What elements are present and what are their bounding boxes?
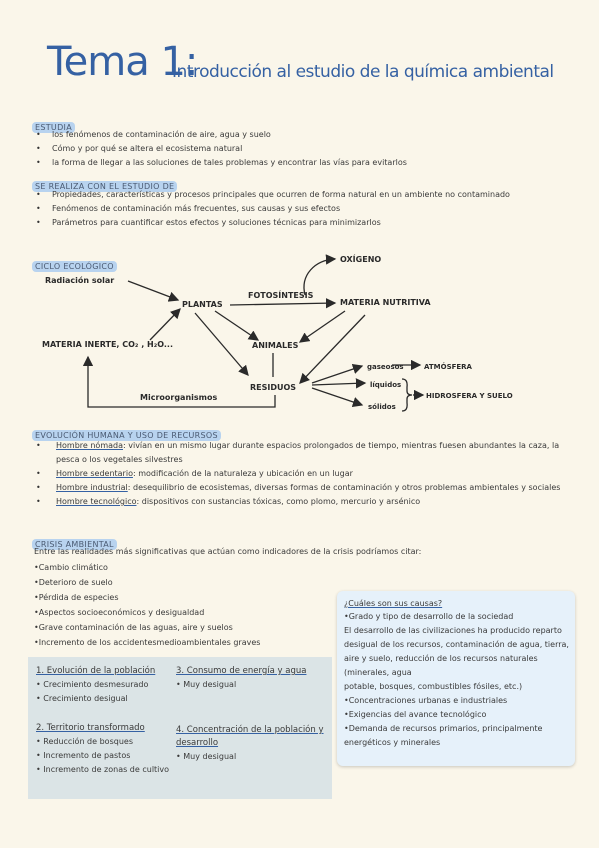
node-microorganismos: Microorganismos	[140, 393, 217, 402]
item-text: : desequilibrio de ecosistemas, diversas…	[127, 483, 561, 492]
causas-box: ¿Cuáles son sus causas? •Grado y tipo de…	[337, 591, 575, 766]
arrow-plantas-residuos	[194, 312, 249, 376]
list-item: •Aspectos socioeconómicos y desigualdad	[34, 608, 205, 617]
node-materia-inerte: MATERIA INERTE, CO₂ , H₂O...	[42, 340, 173, 349]
node-radiacion: Radiación solar	[45, 275, 114, 285]
node-atmosfera: ATMÓSFERA	[424, 362, 473, 371]
node-plantas: PLANTAS	[182, 300, 223, 309]
node-hidrosfera: HIDROSFERA Y SUELO	[426, 392, 513, 400]
list-item: • Muy desigual	[176, 680, 237, 689]
crisis-heading: CRISIS AMBIENTAL	[32, 539, 117, 550]
causas-title: ¿Cuáles son sus causas?	[344, 599, 443, 608]
term-tecnologico: Hombre tecnológico	[56, 497, 137, 506]
node-fotosintesis: FOTOSÍNTESIS	[248, 289, 314, 300]
arrow-residuos-inerte	[82, 355, 276, 408]
causa-line: El desarrollo de las civilizaciones ha p…	[344, 626, 569, 677]
causa-line: •Exigencias del avance tecnológico	[344, 710, 487, 719]
arrow-fotosintesis-oxigeno	[303, 254, 337, 296]
list-item: Hombre tecnológico: dispositivos con sus…	[32, 495, 577, 509]
list-item: Fenómenos de contaminación más frecuente…	[32, 202, 577, 216]
list-item: • Crecimiento desigual	[36, 694, 128, 703]
realiza-list: Propiedades, características y procesos …	[32, 188, 577, 230]
arrow-nutritiva-animales	[298, 310, 346, 343]
realiza-section: SE REALIZA CON EL ESTUDIO DE	[32, 174, 178, 193]
ciclo-heading: CICLO ECOLÓGICO	[32, 261, 117, 272]
list-item: •Pérdida de especies	[34, 593, 119, 602]
list-item: los fenómenos de contaminación de aire, …	[32, 128, 572, 142]
causa-line: •Concentraciones urbanas e industriales	[344, 696, 508, 705]
section-poblacion: 1. Evolución de la población • Crecimien…	[36, 665, 176, 706]
item-text: : modificación de la naturaleza y ubicac…	[132, 469, 353, 478]
arrow-plantas-nutritiva	[229, 297, 337, 309]
list-item: Propiedades, características y procesos …	[32, 188, 577, 202]
causa-line: potable, bosques, combustibles fósiles, …	[344, 682, 523, 691]
arrow-radiacion-plantas	[127, 280, 180, 302]
section-concentracion: 4. Concentración de la población y desar…	[176, 724, 326, 764]
list-item: • Reducción de bosques	[36, 737, 133, 746]
list-item: • Muy desigual	[176, 752, 237, 761]
evolucion-heading: EVOLUCIÓN HUMANA Y USO DE RECURSOS	[32, 430, 221, 441]
crisis-section: CRISIS AMBIENTAL	[32, 532, 117, 551]
evolucion-section: EVOLUCIÓN HUMANA Y USO DE RECURSOS	[32, 423, 221, 442]
term-nomada: Hombre nómada	[56, 441, 123, 450]
causa-line: •Demanda de recursos primarios, principa…	[344, 724, 543, 747]
section-title: 4. Concentración de la población y desar…	[176, 725, 324, 748]
section-title: 2. Territorio transformado	[36, 723, 145, 733]
page-subtitle: Introducción al estudio de la química am…	[172, 62, 554, 82]
list-item: Hombre nómada: vivían en un mismo lugar …	[32, 439, 577, 467]
list-item: •Cambio climático	[34, 563, 108, 572]
node-oxigeno: OXÍGENO	[340, 253, 381, 264]
section-title: 1. Evolución de la población	[36, 666, 156, 676]
ecological-cycle-diagram: Radiación solar PLANTAS FOTOSÍNTESIS OXÍ…	[42, 253, 513, 412]
node-materia-nutritiva: MATERIA NUTRITIVA	[340, 298, 431, 307]
list-item: • Incremento de pastos	[36, 751, 131, 760]
node-residuos: RESIDUOS	[250, 383, 296, 392]
list-item: Hombre sedentario: modificación de la na…	[32, 467, 577, 481]
section-energia: 3. Consumo de energía y agua • Muy desig…	[176, 665, 326, 692]
section-territorio: 2. Territorio transformado • Reducción d…	[36, 722, 176, 777]
list-item: Hombre industrial: desequilibrio de ecos…	[32, 481, 577, 495]
term-industrial: Hombre industrial	[56, 483, 128, 492]
causes-box	[28, 657, 332, 799]
item-text: : vivían en un mismo lugar durante espac…	[56, 441, 560, 464]
list-item: •Grave contaminación de las aguas, aire …	[34, 623, 233, 632]
node-animales: ANIMALES	[252, 341, 299, 350]
list-item: •Incremento de los accidentesmedioambien…	[34, 638, 261, 647]
list-item: • Incremento de zonas de cultivo	[36, 765, 170, 774]
node-gaseosos: gaseosos	[367, 363, 404, 371]
estudia-list: los fenómenos de contaminación de aire, …	[32, 128, 572, 170]
list-item: • Crecimiento desmesurado	[36, 680, 149, 689]
crisis-list: •Cambio climático •Deterioro de suelo •P…	[34, 560, 334, 650]
arrow-inerte-plantas	[149, 308, 181, 341]
item-text: : dispositivos con sustancias tóxicas, c…	[136, 497, 421, 506]
list-item: Cómo y por qué se altera el ecosistema n…	[32, 142, 572, 156]
ciclo-section: CICLO ECOLÓGICO	[32, 254, 117, 273]
list-item: Parámetros para cuantificar estos efecto…	[32, 216, 577, 230]
page-title: Tema 1:	[47, 39, 198, 85]
arrow-nutritiva-residuos	[299, 314, 366, 384]
node-liquidos: líquidos	[370, 381, 401, 389]
list-item: la forma de llegar a las soluciones de t…	[32, 156, 572, 170]
arrow-plantas-animales	[214, 310, 260, 341]
term-sedentario: Hombre sedentario	[56, 469, 133, 478]
causa-line: •Grado y tipo de desarrollo de la socied…	[344, 612, 514, 621]
list-item: •Deterioro de suelo	[34, 578, 113, 587]
section-title: 3. Consumo de energía y agua	[176, 666, 307, 676]
node-solidos: sólidos	[368, 403, 396, 411]
realiza-heading: SE REALIZA CON EL ESTUDIO DE	[32, 181, 178, 192]
crisis-intro: Entre las realidades más significativas …	[34, 547, 422, 556]
evolucion-list: Hombre nómada: vivían en un mismo lugar …	[32, 439, 577, 509]
